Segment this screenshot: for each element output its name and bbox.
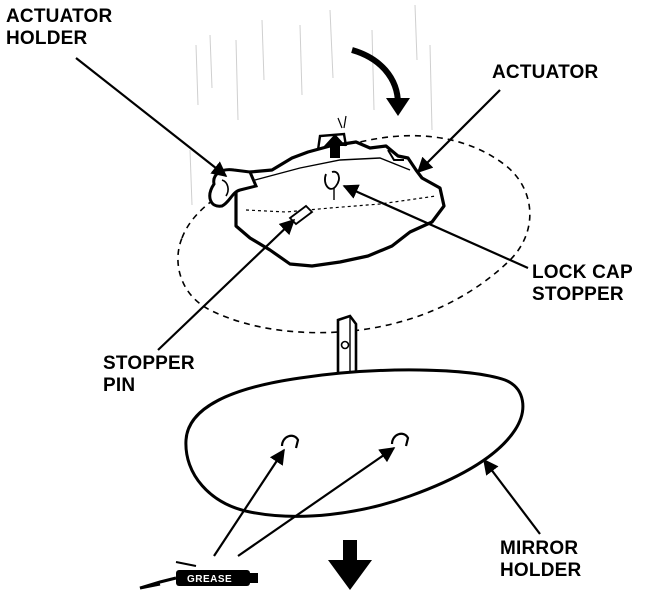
grease-label: GREASE bbox=[187, 574, 232, 585]
leader-grease-left bbox=[213, 448, 285, 557]
label-actuator-holder: ACTUATOR HOLDER bbox=[6, 6, 112, 50]
leader-actuator bbox=[416, 89, 501, 174]
leader-stopper-pin bbox=[157, 218, 296, 351]
hook-right bbox=[390, 432, 410, 447]
hook-left bbox=[280, 434, 300, 449]
down-arrow bbox=[328, 540, 372, 590]
label-mirror-holder-line1: MIRROR bbox=[500, 538, 579, 559]
label-stopper-pin-line1: STOPPER bbox=[103, 353, 195, 374]
actuator bbox=[234, 115, 446, 268]
label-stopper-pin-line2: PIN bbox=[103, 375, 136, 396]
leader-grease-right bbox=[237, 447, 396, 557]
label-lock-cap-stopper: LOCK CAP STOPPER bbox=[532, 262, 633, 306]
leader-mirror-holder bbox=[483, 458, 541, 535]
label-lock-cap-stopper-line1: LOCK CAP bbox=[532, 262, 633, 283]
label-actuator-text: ACTUATOR bbox=[492, 62, 599, 83]
label-lock-cap-stopper-line2: STOPPER bbox=[532, 284, 624, 305]
label-actuator-holder-line1: ACTUATOR bbox=[6, 6, 113, 27]
label-actuator-holder-line2: HOLDER bbox=[6, 28, 88, 49]
grease-tube: GREASE bbox=[139, 561, 258, 590]
label-mirror-holder: MIRROR HOLDER bbox=[500, 538, 581, 582]
mirror-holder bbox=[184, 368, 525, 518]
label-stopper-pin: STOPPER PIN bbox=[103, 353, 195, 397]
leader-actuator-holder bbox=[75, 57, 228, 177]
leader-lines bbox=[75, 57, 541, 557]
mirror-outline-dashed bbox=[177, 134, 531, 334]
rotation-arrow bbox=[351, 47, 410, 116]
label-mirror-holder-line2: HOLDER bbox=[500, 560, 582, 581]
label-actuator: ACTUATOR bbox=[492, 62, 598, 84]
leader-lock-cap-stopper bbox=[342, 184, 529, 270]
